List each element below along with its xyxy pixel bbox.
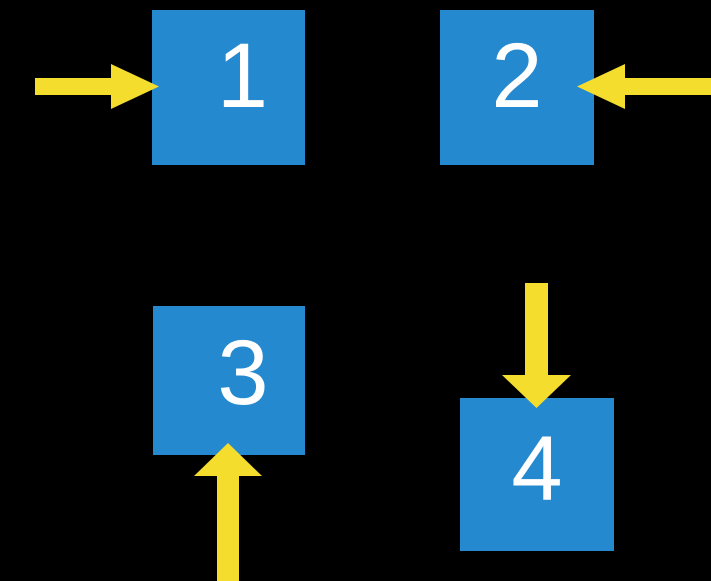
block-2-rect	[440, 10, 594, 165]
block-4-label: 4	[511, 417, 563, 520]
arrow-down-icon	[502, 283, 571, 408]
block-2[interactable]: 2	[440, 10, 594, 165]
block-3[interactable]: 3	[153, 306, 305, 455]
arrow-left-icon	[577, 64, 711, 109]
block-1[interactable]: 1	[152, 10, 305, 165]
block-1-label: 1	[216, 24, 269, 127]
block-2-label-wrap: 2	[440, 10, 594, 165]
arrow-up-icon	[194, 443, 262, 581]
block-3-rect	[153, 306, 305, 455]
block-4-label-wrap: 4	[460, 398, 614, 551]
block-3-label-wrap: 3	[153, 306, 305, 455]
block-1-label-wrap: 1	[152, 10, 305, 165]
block-3-label: 3	[217, 321, 269, 424]
block-4-rect	[460, 398, 614, 551]
block-2-label: 2	[491, 24, 543, 127]
block-4[interactable]: 4	[460, 398, 614, 551]
arrow-right-icon	[35, 64, 159, 109]
block-1-rect	[152, 10, 305, 165]
